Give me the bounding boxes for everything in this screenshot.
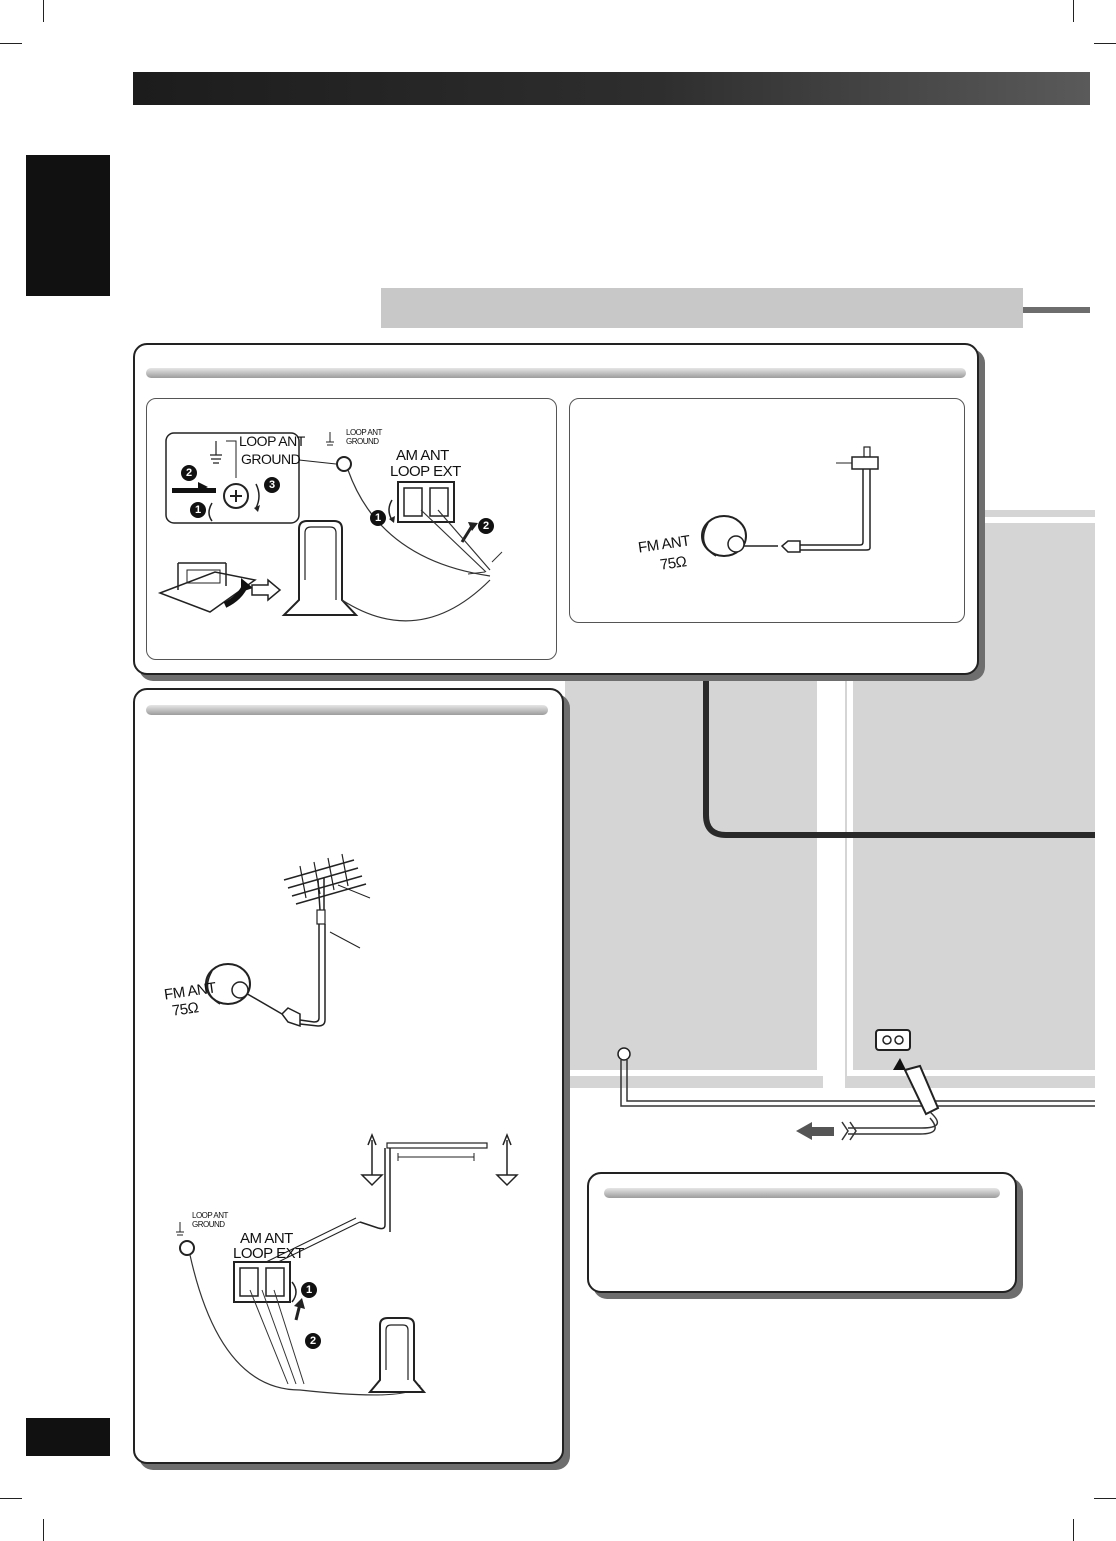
loop-ant-label-small: LOOP ANT (346, 428, 382, 437)
crop-mark (43, 1519, 44, 1541)
crop-mark (0, 1498, 22, 1499)
step-1-badge: 1 (190, 502, 206, 518)
crop-mark (0, 43, 22, 44)
crop-mark (43, 0, 44, 22)
ground-label-small: GROUND (192, 1220, 225, 1229)
step-1-badge: 1 (301, 1282, 317, 1298)
section-title-band (381, 288, 1023, 328)
step-2-badge: 2 (181, 465, 197, 481)
step-1-badge: 1 (370, 510, 386, 526)
side-language-tab (26, 155, 110, 296)
loop-ext-label: LOOP EXT (233, 1245, 304, 1262)
am-ant-label: AM ANT (396, 447, 449, 464)
section-title-rule (1023, 307, 1090, 313)
ground-label: GROUND (241, 451, 301, 467)
step-2-badge: 2 (305, 1333, 321, 1349)
step-2-badge: 2 (478, 518, 494, 534)
am-ant-label: AM ANT (240, 1230, 293, 1247)
crop-mark (1094, 43, 1116, 44)
page-header-bar (133, 72, 1090, 105)
page-number-tab (26, 1418, 110, 1456)
ground-label-small: GROUND (346, 437, 379, 446)
loop-ant-label-small: LOOP ANT (192, 1211, 228, 1220)
card-heading-rule (146, 705, 548, 715)
card-heading-rule (146, 368, 966, 378)
crop-mark (1073, 1519, 1074, 1541)
step-3-badge: 3 (264, 477, 280, 493)
fm-indoor-panel (569, 398, 965, 623)
loop-ant-label: LOOP ANT (239, 433, 305, 449)
crop-mark (1073, 0, 1074, 22)
antenna-card-outdoor (133, 688, 564, 1464)
loop-ext-label: LOOP EXT (390, 463, 461, 480)
crop-mark (1094, 1498, 1116, 1499)
card-heading-rule (604, 1188, 1000, 1198)
